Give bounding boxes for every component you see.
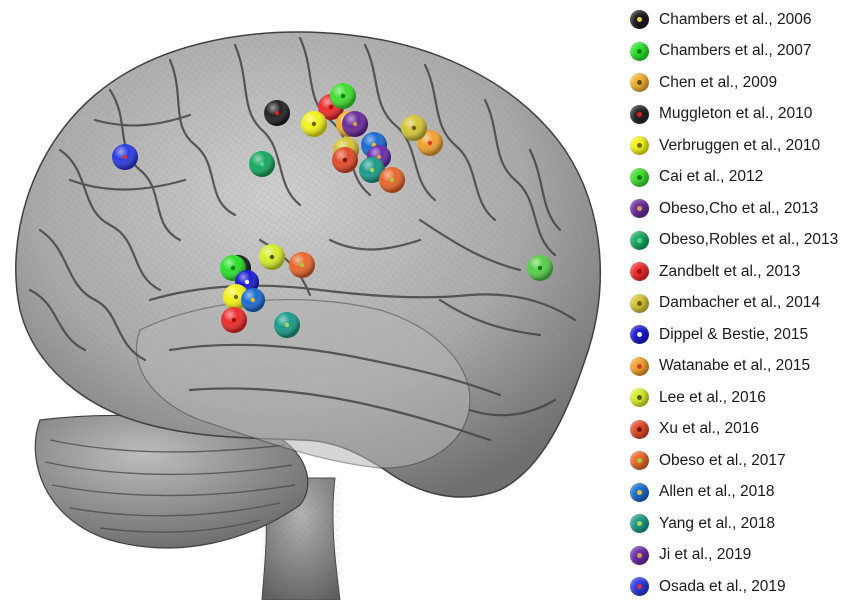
legend-label: Verbruggen et al., 2010 — [659, 137, 820, 155]
brain-marker-sphere — [342, 111, 368, 137]
legend-label: Chambers et al., 2007 — [659, 42, 812, 60]
legend-marker-icon — [630, 546, 649, 565]
legend-item: Dambacher et al., 2014 — [630, 288, 855, 320]
legend-label: Watanabe et al., 2015 — [659, 357, 810, 375]
legend-label: Obeso et al., 2017 — [659, 452, 786, 470]
legend-item: Ji et al., 2019 — [630, 540, 855, 572]
brain-marker-sphere — [112, 144, 138, 170]
legend-label: Chen et al., 2009 — [659, 74, 777, 92]
legend-label: Chambers et al., 2006 — [659, 11, 812, 29]
legend-label: Muggleton et al., 2010 — [659, 105, 812, 123]
legend-label: Obeso,Cho et al., 2013 — [659, 200, 818, 218]
legend-label: Allen et al., 2018 — [659, 483, 774, 501]
legend-marker-icon — [630, 388, 649, 407]
legend-item: Allen et al., 2018 — [630, 477, 855, 509]
legend-item: Lee et al., 2016 — [630, 382, 855, 414]
brain-marker-sphere — [332, 147, 358, 173]
legend-label: Obeso,Robles et al., 2013 — [659, 231, 838, 249]
legend-item: Obeso,Cho et al., 2013 — [630, 193, 855, 225]
legend-marker-icon — [630, 42, 649, 61]
legend-label: Dambacher et al., 2014 — [659, 294, 820, 312]
legend-label: Xu et al., 2016 — [659, 420, 759, 438]
legend-item: Chambers et al., 2007 — [630, 36, 855, 68]
legend-item: Obeso et al., 2017 — [630, 445, 855, 477]
brain-marker-sphere — [241, 288, 265, 312]
legend-label: Osada et al., 2019 — [659, 578, 786, 596]
brain-marker-sphere — [527, 255, 553, 281]
legend-item: Chambers et al., 2006 — [630, 4, 855, 36]
legend-label: Yang et al., 2018 — [659, 515, 775, 533]
legend-item: Dippel & Bestie, 2015 — [630, 319, 855, 351]
brain-marker-sphere — [330, 83, 356, 109]
brain-marker-sphere — [259, 244, 285, 270]
legend-label: Zandbelt et al., 2013 — [659, 263, 800, 281]
legend-item: Watanabe et al., 2015 — [630, 351, 855, 383]
legend-marker-icon — [630, 294, 649, 313]
legend-item: Obeso,Robles et al., 2013 — [630, 225, 855, 257]
legend-marker-icon — [630, 105, 649, 124]
legend-item: Verbruggen et al., 2010 — [630, 130, 855, 162]
brain-marker-sphere — [289, 252, 315, 278]
legend-item: Xu et al., 2016 — [630, 414, 855, 446]
legend-marker-icon — [630, 325, 649, 344]
legend-label: Ji et al., 2019 — [659, 546, 751, 564]
legend-marker-icon — [630, 136, 649, 155]
legend-marker-icon — [630, 420, 649, 439]
brain-marker-sphere — [401, 115, 427, 141]
brain-illustration — [0, 0, 620, 600]
legend-marker-icon — [630, 357, 649, 376]
brain-marker-sphere — [301, 111, 327, 137]
legend-label: Dippel & Bestie, 2015 — [659, 326, 808, 344]
legend-marker-icon — [630, 262, 649, 281]
brain-marker-sphere — [264, 100, 290, 126]
brain-marker-sphere — [249, 151, 275, 177]
legend-item: Muggleton et al., 2010 — [630, 99, 855, 131]
legend-marker-icon — [630, 451, 649, 470]
legend-marker-icon — [630, 168, 649, 187]
legend: Chambers et al., 2006Chambers et al., 20… — [630, 4, 855, 603]
legend-item: Zandbelt et al., 2013 — [630, 256, 855, 288]
legend-marker-icon — [630, 10, 649, 29]
legend-label: Lee et al., 2016 — [659, 389, 766, 407]
legend-item: Cai et al., 2012 — [630, 162, 855, 194]
legend-item: Osada et al., 2019 — [630, 571, 855, 603]
legend-item: Chen et al., 2009 — [630, 67, 855, 99]
brain-marker-sphere — [274, 312, 300, 338]
legend-marker-icon — [630, 483, 649, 502]
legend-marker-icon — [630, 199, 649, 218]
legend-marker-icon — [630, 577, 649, 596]
legend-label: Cai et al., 2012 — [659, 168, 763, 186]
brain-marker-sphere — [379, 167, 405, 193]
legend-marker-icon — [630, 73, 649, 92]
legend-marker-icon — [630, 514, 649, 533]
brain-marker-sphere — [221, 307, 247, 333]
legend-marker-icon — [630, 231, 649, 250]
legend-item: Yang et al., 2018 — [630, 508, 855, 540]
